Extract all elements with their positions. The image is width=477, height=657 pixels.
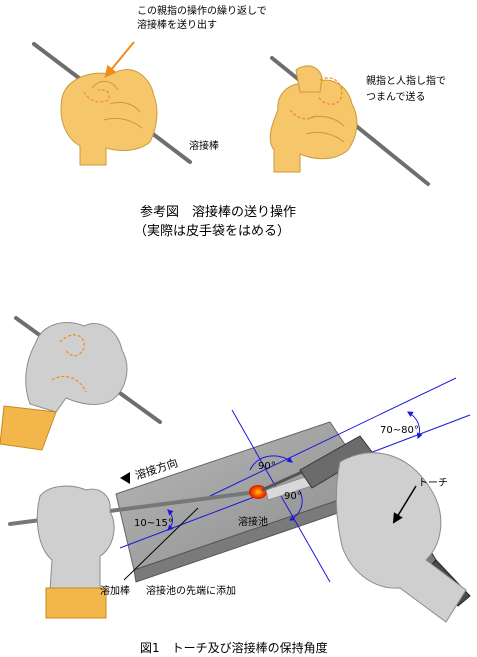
right-bare-hand-illustration (269, 56, 430, 186)
angle-90-top-label: 90° (258, 461, 276, 472)
pool-label: 溶接池 (238, 517, 268, 528)
filler-rod-leader (123, 507, 199, 581)
right-gloved-hand (335, 452, 467, 623)
thumb-note-line2: 溶接棒を送り出す (137, 20, 217, 31)
angle-90-right-label: 90° (284, 491, 302, 502)
pinch-note-line2: つまんで送る (366, 92, 426, 103)
pinch-dashed-outline (317, 77, 343, 105)
top-caption-line1: 参考図 溶接棒の送り操作 (140, 205, 297, 220)
weld-pool (249, 485, 267, 499)
filler-rod-label: 溶加棒 (100, 586, 130, 597)
thumb-note-line1: この親指の操作の繰り返しで (137, 6, 267, 17)
top-caption-line2: （実際は皮手袋をはめる） (134, 224, 291, 239)
left-gloved-hand-lower (36, 485, 115, 619)
left-bare-hand-illustration (32, 42, 192, 166)
main-caption: 図1 トーチ及び溶接棒の保持角度 (140, 641, 328, 655)
angle-10-15-label: 10~15° (134, 518, 173, 529)
rod-label: 溶接棒 (189, 141, 219, 152)
add-note-label: 溶接池の先端に添加 (146, 586, 236, 597)
thumb-motion-dashed (83, 89, 110, 103)
left-gloved-hand-upper (0, 316, 162, 451)
torch-label: トーチ (418, 478, 448, 489)
pinch-note-line1: 親指と人指し指で (366, 76, 446, 87)
thumb-note-arrow (104, 41, 135, 78)
torch-leader (392, 485, 417, 524)
direction-arrow-icon (120, 472, 130, 484)
angle-70-80-label: 70~80° (380, 425, 419, 436)
